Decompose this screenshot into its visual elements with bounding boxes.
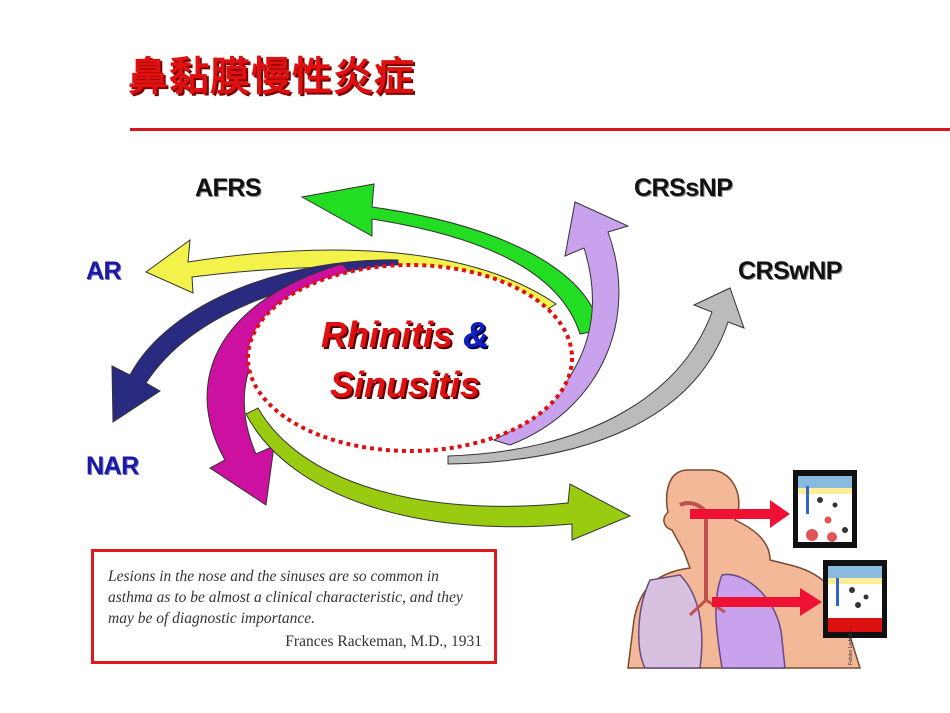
quote-text: Lesions in the nose and the sinuses are … <box>108 568 463 627</box>
histology-arrows <box>690 500 822 616</box>
title-divider <box>130 128 950 131</box>
human-anatomy-illustration <box>627 469 862 669</box>
center-line-1: Rhinitis & <box>245 314 565 356</box>
arrow-crswnp <box>447 287 745 465</box>
label-ar: AR <box>86 257 122 285</box>
label-crswnp: CRSwNP <box>738 257 842 285</box>
center-ellipse <box>246 263 574 453</box>
quote-box: Lesions in the nose and the sinuses are … <box>91 549 497 664</box>
label-nar: NAR <box>86 452 139 480</box>
arrow-lungs <box>245 407 632 541</box>
illustration-credit: Fabien Ledwith <box>848 631 854 665</box>
arrow-afrs <box>300 183 601 335</box>
center-word-sinusitis: Sinusitis <box>329 364 481 405</box>
label-afrs: AFRS <box>195 174 262 202</box>
center-ampersand: & <box>463 314 489 355</box>
slide-title: 鼻黏膜慢性炎症 <box>128 54 415 100</box>
center-word-rhinitis: Rhinitis <box>320 314 453 355</box>
histology-panel-nose <box>793 470 857 548</box>
label-crssnp: CRSsNP <box>634 174 733 202</box>
quote-author: Frances Rackeman, M.D., 1931 <box>285 633 482 650</box>
histology-panel-lung <box>823 560 887 638</box>
